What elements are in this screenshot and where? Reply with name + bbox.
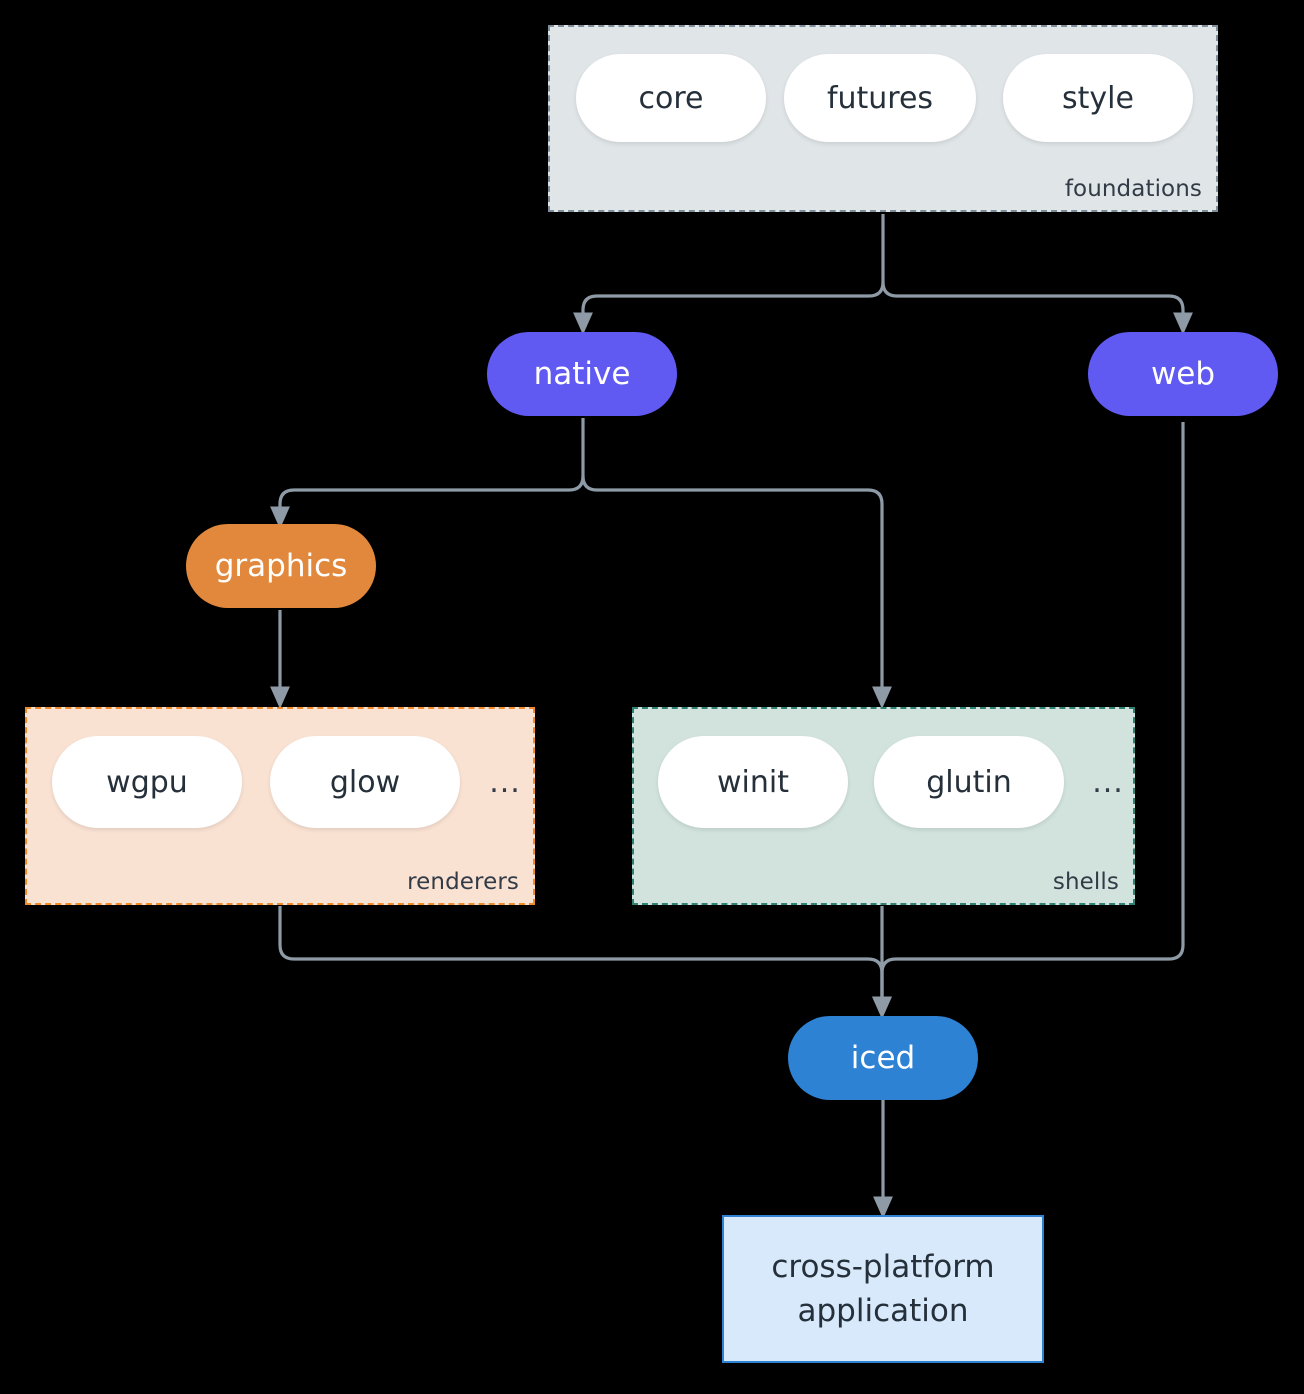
node-graphics[interactable]: graphics — [186, 524, 376, 608]
module-style[interactable]: style — [1003, 54, 1193, 142]
module-shells-ellipsis: ... — [1086, 736, 1130, 828]
module-style-label: style — [1062, 80, 1134, 116]
edge-native-graphics — [270, 475, 585, 529]
edge-foundations-native — [573, 281, 885, 335]
edge-foundations-web — [881, 281, 1193, 335]
module-winit-label: winit — [717, 764, 789, 800]
module-glow-label: glow — [329, 764, 401, 800]
module-glutin-label: glutin — [926, 764, 1012, 800]
group-foundations-label: foundations — [1064, 176, 1202, 202]
module-futures-label: futures — [826, 80, 934, 116]
node-iced-label: iced — [850, 1040, 916, 1076]
node-graphics-label: graphics — [214, 548, 348, 584]
module-renderers-ellipsis-label: ... — [489, 764, 521, 800]
node-application-line2: application — [797, 1293, 969, 1329]
edge-renderers-iced — [278, 906, 892, 1019]
node-iced[interactable]: iced — [788, 1016, 978, 1100]
group-foundations: core futures style foundations — [548, 25, 1218, 212]
node-application-line1: cross-platform — [771, 1248, 995, 1285]
group-shells-label: shells — [1052, 869, 1119, 895]
group-renderers-label: renderers — [407, 869, 519, 895]
module-glutin[interactable]: glutin — [874, 736, 1064, 828]
edge-native-shells — [581, 475, 892, 709]
module-core-label: core — [638, 80, 704, 116]
node-native[interactable]: native — [487, 332, 677, 416]
group-renderers: wgpu glow ... renderers — [25, 707, 535, 905]
module-core[interactable]: core — [576, 54, 766, 142]
group-shells: winit glutin ... shells — [632, 707, 1135, 905]
module-winit[interactable]: winit — [658, 736, 848, 828]
module-futures[interactable]: futures — [784, 54, 976, 142]
module-wgpu[interactable]: wgpu — [52, 736, 242, 828]
module-wgpu-label: wgpu — [106, 764, 188, 800]
module-renderers-ellipsis: ... — [483, 736, 527, 828]
node-native-label: native — [533, 356, 631, 392]
node-web[interactable]: web — [1088, 332, 1278, 416]
node-web-label: web — [1150, 356, 1216, 392]
node-application[interactable]: cross-platform application — [722, 1215, 1044, 1363]
module-glow[interactable]: glow — [270, 736, 460, 828]
module-shells-ellipsis-label: ... — [1092, 764, 1124, 800]
